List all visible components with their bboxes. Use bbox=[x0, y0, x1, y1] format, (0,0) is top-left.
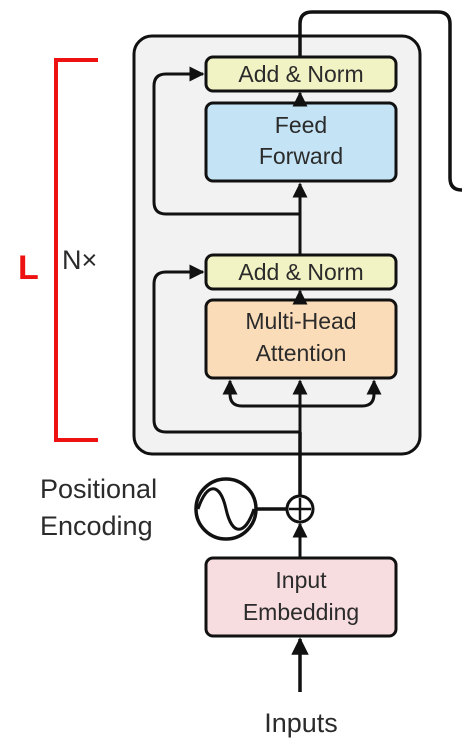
encoder-output-line bbox=[298, 10, 452, 178]
add-operator-icon bbox=[285, 494, 315, 524]
attention-label-line2: Attention bbox=[256, 340, 347, 366]
attention-input-left bbox=[222, 379, 300, 408]
embedding-label-line2: Embedding bbox=[243, 599, 359, 625]
attention-label-line1: Multi-Head bbox=[245, 308, 356, 334]
layer-annotation-label: L bbox=[18, 249, 39, 287]
attention-input-right bbox=[300, 379, 382, 408]
positional-label-line1: Positional bbox=[40, 474, 157, 504]
repeat-label: N× bbox=[62, 245, 97, 275]
add-norm-top-label: Add & Norm bbox=[238, 61, 363, 87]
feed-forward-label-line1: Feed bbox=[275, 112, 327, 138]
embedding-label-line1: Input bbox=[275, 567, 327, 593]
inputs-label: Inputs bbox=[264, 708, 338, 738]
residual-bottom-path bbox=[152, 264, 300, 434]
encoder-block bbox=[132, 34, 422, 456]
layer-bracket bbox=[54, 58, 98, 442]
residual-top-path bbox=[152, 66, 300, 216]
positional-label-line2: Encoding bbox=[40, 511, 153, 541]
encoder-output-curl bbox=[448, 177, 463, 192]
input-embedding-box bbox=[204, 556, 398, 638]
add-norm-top-box bbox=[204, 55, 398, 93]
feed-forward-label-line2: Forward bbox=[259, 143, 343, 169]
add-norm-bottom-label: Add & Norm bbox=[238, 259, 363, 285]
sine-wave-icon bbox=[194, 477, 258, 541]
